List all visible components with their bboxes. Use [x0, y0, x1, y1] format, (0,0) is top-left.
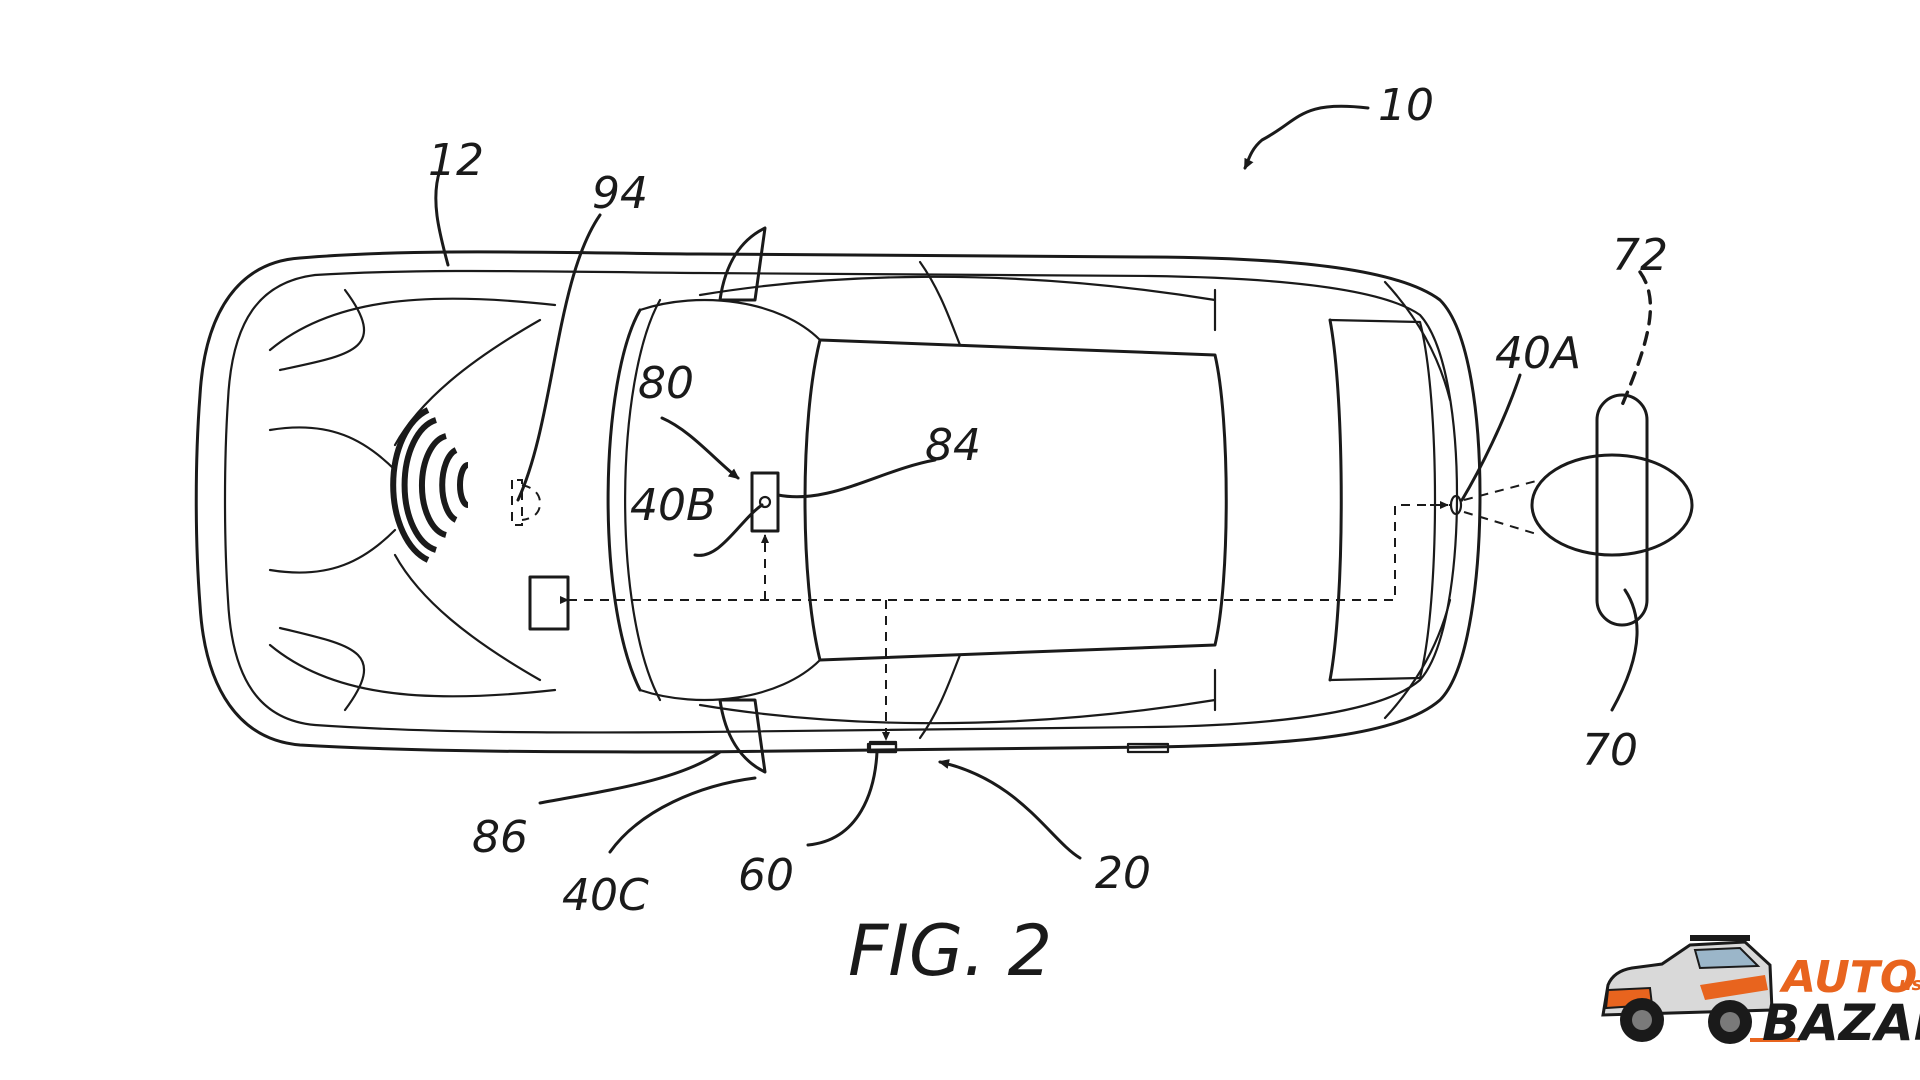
sound-waves-icon	[393, 410, 468, 560]
logo-text-bazar: BAZAR	[1762, 994, 1920, 1052]
label-40c: 40C	[562, 870, 649, 921]
label-60: 60	[738, 850, 794, 901]
vehicle-outline	[196, 252, 1480, 752]
label-20: 20	[1095, 848, 1151, 899]
label-40a: 40A	[1495, 328, 1581, 379]
label-80: 80	[638, 358, 694, 409]
label-12: 12	[428, 135, 484, 186]
person-top-view	[1532, 395, 1692, 625]
figure-caption: FIG. 2	[848, 910, 1052, 992]
label-94: 94	[592, 168, 648, 219]
label-70: 70	[1582, 725, 1638, 776]
display-84	[752, 473, 778, 531]
logo-text-domain: .us	[1892, 974, 1920, 995]
label-40b: 40B	[630, 480, 716, 531]
controller-box	[530, 577, 568, 629]
autobazar-logo: AUTO .us BAZAR	[1603, 935, 1920, 1052]
label-10: 10	[1378, 80, 1434, 131]
speaker-94	[512, 480, 540, 525]
label-84: 84	[925, 420, 981, 471]
label-72: 72	[1612, 230, 1668, 281]
label-86: 86	[472, 812, 528, 863]
